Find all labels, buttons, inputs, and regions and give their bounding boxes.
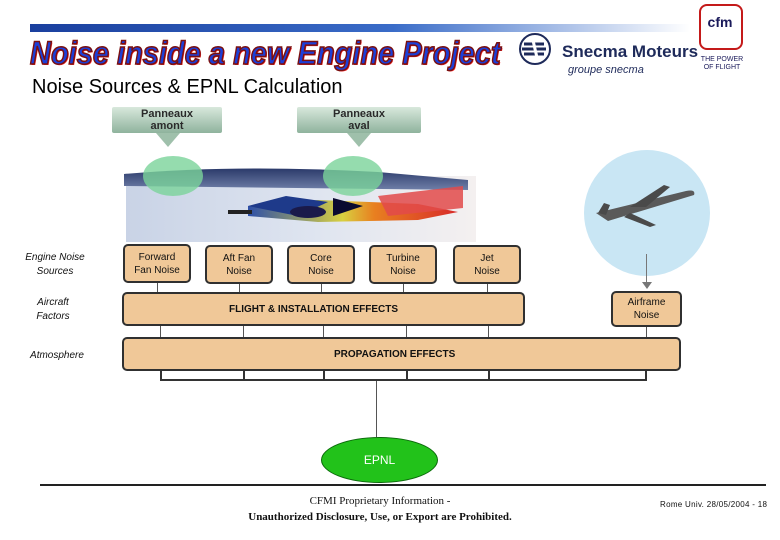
airframe-arrow-head — [642, 282, 652, 289]
airplane-icon — [596, 185, 695, 227]
panel-upstream-label: Panneaux amont — [112, 107, 222, 133]
connector-line — [160, 326, 161, 337]
header-bar — [30, 24, 690, 32]
snecma-logo-icon — [519, 33, 551, 65]
connector-line — [646, 327, 647, 337]
connector-line — [488, 326, 489, 337]
row-label-aircraft-factors: Aircraft Factors — [36, 297, 70, 322]
engine-cutaway-icon — [124, 156, 476, 242]
collector-tick — [160, 371, 162, 379]
connector-line — [239, 284, 240, 293]
connector-line — [157, 283, 158, 293]
connector-line — [406, 326, 407, 337]
company-group: groupe snecma — [568, 64, 644, 76]
connector-line — [321, 284, 322, 293]
airframe-arrow-line — [646, 254, 647, 284]
collector-line — [160, 379, 647, 381]
epnl-result: EPNL — [321, 437, 438, 483]
panel-upstream-arrow — [156, 133, 180, 147]
company-name: Snecma Moteurs — [562, 42, 699, 61]
propagation-effects-bar: PROPAGATION EFFECTS — [122, 337, 681, 371]
connector-line — [487, 284, 488, 293]
connector-line — [323, 326, 324, 337]
collector-tick — [645, 371, 647, 379]
footer-date-page: Rome Univ. 28/05/2004 - 18 — [660, 500, 768, 509]
cfm-slogan: THE POWER OF FLIGHT — [700, 56, 744, 71]
panel-downstream-arrow — [347, 133, 371, 147]
collector-tick — [323, 371, 325, 379]
main-title: Noise inside a new Engine Project — [29, 35, 501, 72]
collector-to-epnl-line — [376, 381, 377, 437]
cfm-logo-text: cfm — [707, 14, 733, 30]
collector-tick — [488, 371, 490, 379]
subtitle: Noise Sources & EPNL Calculation — [32, 76, 343, 98]
footer-proprietary-note: CFMI Proprietary Information - Unauthori… — [248, 495, 512, 523]
connector-line — [243, 326, 244, 337]
cfm-logo-icon — [699, 4, 743, 50]
connector-line — [403, 284, 404, 293]
flight-installation-effects-bar: FLIGHT & INSTALLATION EFFECTS — [122, 292, 525, 326]
panel-downstream-label: Panneaux aval — [297, 107, 421, 133]
row-label-engine-noise-sources: Engine Noise Sources — [25, 252, 85, 277]
collector-tick — [243, 371, 245, 379]
collector-tick — [406, 371, 408, 379]
footer-rule — [40, 484, 766, 486]
row-label-atmosphere: Atmosphere — [30, 350, 84, 361]
